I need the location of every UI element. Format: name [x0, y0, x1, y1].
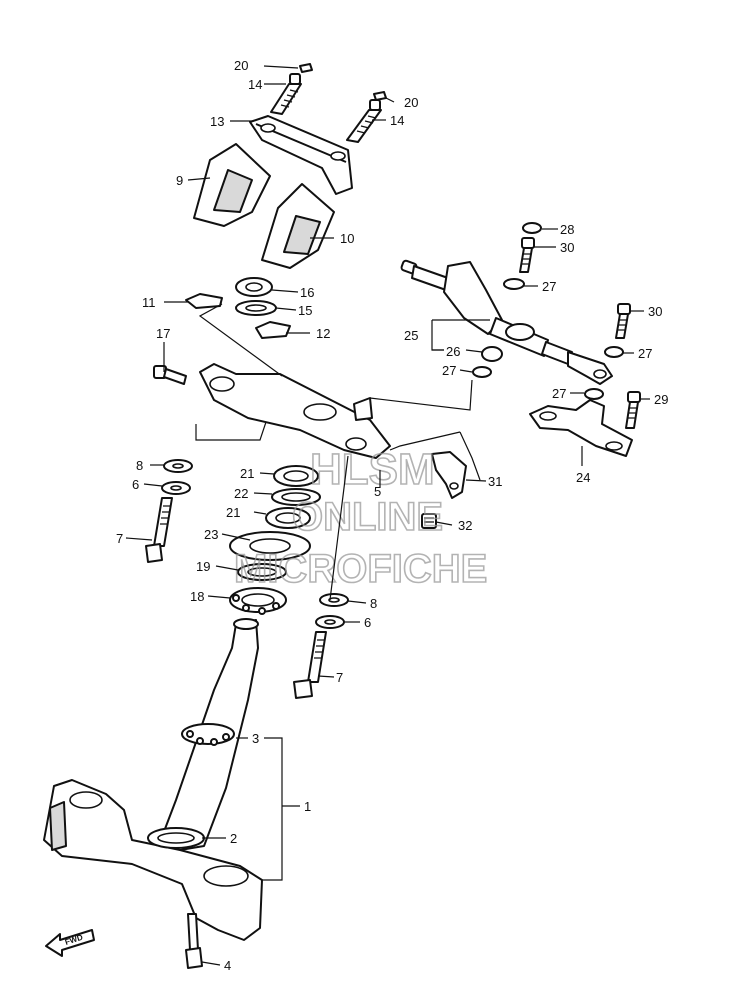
- steering-damper-25: [400, 259, 613, 385]
- watermark: HLSM ONLINE MICROFICHE: [233, 444, 488, 592]
- washer-6-left: [161, 481, 191, 495]
- bolt-29: [625, 391, 641, 429]
- cap-28: [522, 222, 542, 234]
- washer-22: [271, 488, 321, 506]
- callout-22: 22: [234, 486, 248, 501]
- locknut-21-lower: [265, 507, 311, 529]
- bracket-24: [529, 399, 633, 457]
- callout-labels: 20 14 13 20 14 9 10 16 15 11 12 17 28 30…: [116, 58, 668, 973]
- nut-16: [235, 277, 273, 297]
- callout-14-left: 14: [248, 77, 262, 92]
- leader-lines: [125, 65, 650, 966]
- washer-15: [235, 300, 277, 316]
- callout-21-lower: 21: [226, 505, 240, 520]
- bearing-18: [229, 587, 287, 615]
- bracket-11: [185, 293, 223, 309]
- bracket-12: [255, 321, 291, 339]
- washer-27-right: [604, 346, 624, 358]
- callout-20-left: 20: [234, 58, 248, 73]
- callout-19: 19: [196, 559, 210, 574]
- callout-32: 32: [458, 518, 472, 533]
- callout-27-lower: 27: [552, 386, 566, 401]
- bearing-3: [181, 723, 235, 746]
- steering-stem-1: [43, 618, 263, 941]
- callout-7-center: 7: [336, 670, 343, 685]
- callout-10: 10: [340, 231, 354, 246]
- callout-27-right: 27: [638, 346, 652, 361]
- washer-27-lower: [584, 388, 604, 400]
- callout-8-center: 8: [370, 596, 377, 611]
- watermark-line3: MICROFICHE: [234, 547, 487, 591]
- washer-27-upper: [503, 278, 525, 290]
- bolt-14-right: [346, 99, 382, 143]
- washer-8-left: [163, 459, 193, 473]
- callout-18: 18: [190, 589, 204, 604]
- callout-20-right: 20: [404, 95, 418, 110]
- callout-8-left: 8: [136, 458, 143, 473]
- callout-2: 2: [230, 831, 237, 846]
- cap-20-left: [299, 63, 313, 73]
- race-19: [237, 563, 287, 581]
- callout-21-upper: 21: [240, 466, 254, 481]
- callout-9: 9: [176, 173, 183, 188]
- washer-8-center: [319, 593, 349, 607]
- callout-23: 23: [204, 527, 218, 542]
- bolt-30-upper: [519, 237, 535, 273]
- cover-10: [261, 183, 335, 269]
- bolt-32: [421, 513, 437, 529]
- callout-5: 5: [374, 484, 381, 499]
- handlebar-holder-upper: [249, 115, 353, 195]
- callout-25: 25: [404, 328, 418, 343]
- forward-arrow-icon: FWD: [45, 929, 95, 957]
- callout-28: 28: [560, 222, 574, 237]
- callout-26: 26: [446, 344, 460, 359]
- callout-7-left: 7: [116, 531, 123, 546]
- callout-29: 29: [654, 392, 668, 407]
- callout-30-upper: 30: [560, 240, 574, 255]
- bolt-7-center: [293, 631, 327, 699]
- bolt-17: [153, 365, 187, 385]
- bolt-4: [185, 913, 203, 969]
- race-2: [147, 827, 205, 849]
- callout-27-left: 27: [442, 363, 456, 378]
- callout-3: 3: [252, 731, 259, 746]
- washer-27-left: [472, 366, 492, 378]
- seal-23: [229, 531, 311, 561]
- callout-13: 13: [210, 114, 224, 129]
- callout-15: 15: [298, 303, 312, 318]
- callout-1: 1: [304, 799, 311, 814]
- callout-24: 24: [576, 470, 590, 485]
- callout-30-right: 30: [648, 304, 662, 319]
- callout-6-center: 6: [364, 615, 371, 630]
- callout-31: 31: [488, 474, 502, 489]
- bolt-14-left: [270, 73, 302, 115]
- cover-9: [193, 143, 271, 227]
- watermark-line1: HLSM: [310, 445, 435, 494]
- callout-6-left: 6: [132, 477, 139, 492]
- collar-26: [481, 346, 503, 362]
- callout-4: 4: [224, 958, 231, 973]
- callout-27-upper: 27: [542, 279, 556, 294]
- bolt-7-left: [145, 497, 173, 563]
- watermark-line2: ONLINE: [292, 495, 443, 539]
- upper-bracket-5: [199, 363, 391, 459]
- callout-14-right: 14: [390, 113, 404, 128]
- bracket-31: [431, 451, 467, 499]
- callout-12: 12: [316, 326, 330, 341]
- washer-6-center: [315, 615, 345, 629]
- callout-11: 11: [142, 295, 156, 310]
- callout-16: 16: [300, 285, 314, 300]
- bolt-30-right: [615, 303, 631, 339]
- locknut-21-upper: [273, 465, 319, 487]
- callout-17: 17: [156, 326, 170, 341]
- cap-20-right: [373, 91, 387, 101]
